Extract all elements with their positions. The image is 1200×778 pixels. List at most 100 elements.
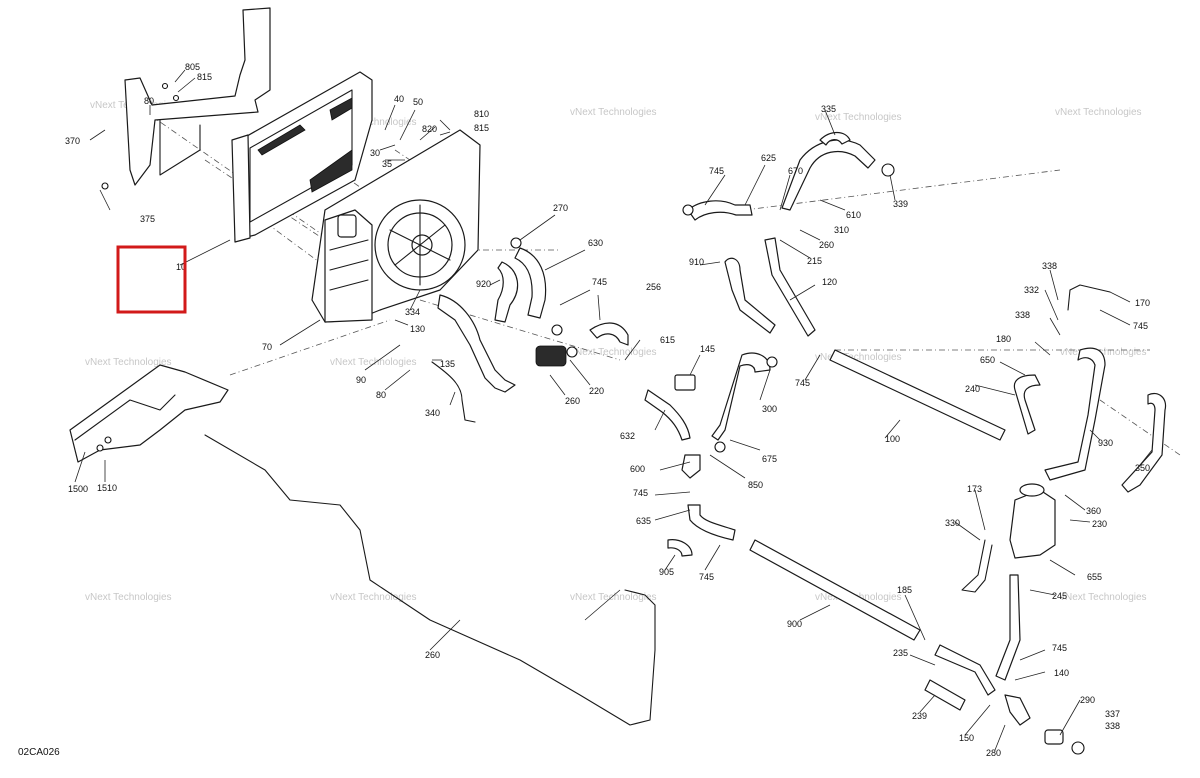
watermark: vNext Technologies [570, 592, 657, 603]
callout-80: 80 [144, 96, 154, 106]
callout-260: 310 [834, 225, 849, 235]
callout-338: 338 [1015, 310, 1030, 320]
pipe-650 [829, 349, 1006, 441]
callout-910: 910 [689, 257, 704, 267]
callout-280: 337 [1105, 709, 1120, 719]
callout-815: 815 [474, 123, 489, 133]
callout-900: 239 [912, 711, 927, 721]
callout-745: 745 [633, 488, 648, 498]
callout-745: 745 [709, 166, 724, 176]
callout-1500: 1500 [68, 484, 88, 494]
callout-745: 745 [699, 572, 714, 582]
callout-260: 215 [807, 256, 822, 266]
callout-615: 615 [660, 335, 675, 345]
watermark: vNext Technologies [85, 592, 172, 603]
tee-145 [674, 374, 696, 391]
callout-850: 850 [748, 480, 763, 490]
callout-35: 35 [382, 159, 392, 169]
watermark: vNext Technologies [85, 357, 172, 368]
callout-340: 340 [425, 408, 440, 418]
watermark: vNext Technologies [1055, 107, 1142, 118]
callout-30: 30 [370, 148, 380, 158]
hose-632 [644, 389, 691, 441]
watermark: vNext Technologies [815, 352, 902, 363]
callout-215: 335 [821, 104, 836, 114]
callout-90: 90 [356, 375, 366, 385]
callout-240: 930 [1098, 438, 1113, 448]
callout-256: 256 [646, 282, 661, 292]
callout-70: 70 [262, 342, 272, 352]
hose-670 [781, 139, 876, 211]
callout-625: 625 [761, 153, 776, 163]
watermark: vNext Technologies [570, 347, 657, 358]
callout-610: 260 [819, 240, 834, 250]
hose-635 [687, 504, 736, 541]
figure-code: 02CA026 [18, 747, 60, 758]
callout-185: 235 [893, 648, 908, 658]
callouts: 805 815 80 370 375 40 50 810 815 30 35 8… [65, 62, 1150, 758]
callout-745: 745 [795, 378, 810, 388]
hose-185 [934, 644, 996, 696]
callout-375: 375 [140, 214, 155, 224]
hose-120 [764, 237, 816, 337]
hose-215 [819, 131, 851, 146]
callout-1510: 1510 [97, 483, 117, 493]
callout-245: 900 [787, 619, 802, 629]
hose-630 [514, 247, 547, 319]
callout-235: 745 [1052, 643, 1067, 653]
radiator-bracket-370 [101, 7, 271, 190]
lower-bracket-1500 [69, 364, 229, 463]
hose-930 [1121, 392, 1167, 493]
callout-655: 185 [897, 585, 912, 595]
callout-100: 360 [1086, 506, 1101, 516]
callout-310: 339 [893, 199, 908, 209]
callout-10: 10 [176, 262, 186, 272]
hose-920 [494, 261, 519, 323]
callout-180: 240 [965, 384, 980, 394]
callout-745: 670 [788, 166, 803, 176]
clamp-280 [1071, 741, 1085, 755]
callout-290: 338 [1105, 721, 1120, 731]
fitting-150 [1044, 729, 1064, 745]
hose-256 [589, 322, 629, 346]
hose-900 [924, 679, 966, 711]
callout-220: 220 [589, 386, 604, 396]
callout-745: 650 [980, 355, 995, 365]
callout-820: 820 [422, 124, 437, 134]
callout-140: 280 [986, 748, 1001, 758]
clamp-270 [510, 237, 522, 249]
callout-230: 245 [1052, 591, 1067, 601]
highlight-box [116, 245, 187, 314]
callout-670: 610 [846, 210, 861, 220]
callout-173: 230 [1092, 519, 1107, 529]
line-332 [1067, 284, 1111, 311]
hose-625 [687, 200, 753, 221]
callout-350: 330 [945, 518, 960, 528]
clamp-260 [551, 324, 563, 336]
callout-339: 338 [1042, 261, 1057, 271]
callout-270: 270 [553, 203, 568, 213]
callout-635: 635 [636, 516, 651, 526]
watermark: vNext Technologies [815, 112, 902, 123]
callout-810: 810 [474, 109, 489, 119]
callout-130: 130 [410, 324, 425, 334]
callout-150: 290 [1080, 695, 1095, 705]
callout-50: 50 [413, 97, 423, 107]
callout-360: 173 [967, 484, 982, 494]
watermark: vNext Technologies [330, 357, 417, 368]
watermark: vNext Technologies [570, 107, 657, 118]
leader-lines [74, 69, 1153, 751]
clamp-300 [766, 356, 778, 368]
hose-675 [711, 352, 771, 441]
callout-135: 135 [440, 359, 455, 369]
watermark: vNext Technologies [330, 592, 417, 603]
fan-shroud-70 [311, 129, 481, 323]
callout-805: 805 [185, 62, 200, 72]
fitting-140 [1004, 694, 1031, 726]
callout-300: 300 [762, 404, 777, 414]
callout-145: 145 [700, 344, 715, 354]
callout-335: 332 [1024, 285, 1039, 295]
callout-334: 334 [405, 307, 420, 317]
reservoir-330 [1009, 483, 1056, 559]
